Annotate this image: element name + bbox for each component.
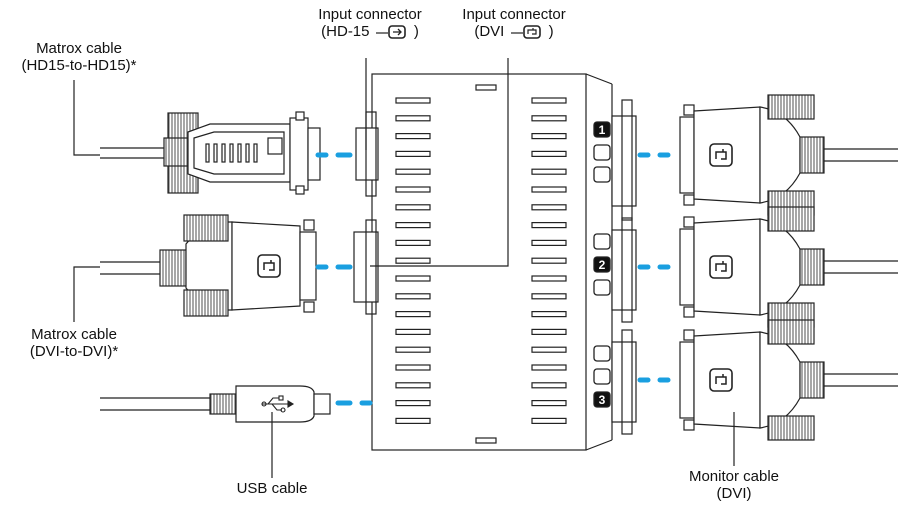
leader-lines [73,58,735,478]
port-1-number: 1 [599,123,606,137]
vent-slot [531,133,567,140]
vent-slot [531,364,567,371]
vent-slot [531,328,567,335]
vent-slot [395,382,431,389]
port-indicator [593,368,611,385]
vent-slot [395,417,431,424]
output-port-3 [611,329,637,435]
monitor-cable-2 [679,206,898,328]
label-matrox-dvi: Matrox cable (DVI-to-DVI)* [29,326,119,360]
vent-slot [531,257,567,264]
vent-slot [395,115,431,122]
connector-ribs [205,143,258,163]
vent-slot [395,346,431,353]
usb-trident-icon [261,395,295,413]
rib [237,143,242,163]
vent-slot [395,133,431,140]
leader-input-dvi [370,58,509,267]
dvi-port-icon [709,368,733,392]
vent-slot [395,293,431,300]
splitter-edge-top [585,73,613,85]
vent-slot [531,275,567,282]
port-indicator [593,144,611,161]
vent-slot [395,400,431,407]
rib [213,143,218,163]
top-slot [475,84,497,91]
vent-slot [531,150,567,157]
vent-slot [395,222,431,229]
vent-slot [395,257,431,264]
label-monitor: Monitor cable (DVI) [688,468,780,502]
dvi-port-icon [257,254,281,278]
vent-slot [531,346,567,353]
monitor-cables [679,94,898,441]
vent-slot [531,311,567,318]
vent-slot [531,239,567,246]
rib [229,143,234,163]
output-port-1 [611,99,637,221]
port-indicator [593,233,611,250]
vent-slot [395,311,431,318]
vent-slot [395,275,431,282]
vent-slot [395,204,431,211]
rib [205,143,210,163]
label-usb: USB cable [236,480,308,497]
vent-slot [395,168,431,175]
vent-slots [395,97,567,424]
vent-slot [531,204,567,211]
vent-slot [531,400,567,407]
vent-slot [531,222,567,229]
port-indicator [593,166,611,183]
label-input-hd15: Input connector (HD-15 ) [318,6,422,40]
port-indicators: 1 2 3 [593,121,611,408]
port-1-badge [593,121,611,138]
vent-slot [531,115,567,122]
bottom-slot [475,437,497,444]
monitor-cable-1 [679,94,898,216]
vent-slot [395,150,431,157]
vent-slot [395,364,431,371]
vent-slot [395,186,431,193]
connection-dashes [315,152,671,406]
splitter-box [371,73,613,451]
vent-slot [395,97,431,104]
input-connector-dvi [353,219,379,315]
vga-port-icon [375,25,406,39]
port-2-badge [593,256,611,273]
port-indicator [593,345,611,362]
rib [245,143,250,163]
leader-matrox-hd15 [73,80,100,156]
splitter-edge-bottom [585,439,613,451]
vent-slot [395,239,431,246]
port-3-number: 3 [599,393,606,407]
matrox-cable-hd15 [100,111,321,195]
vent-slot [531,382,567,389]
rib [253,143,258,163]
port-3-badge [593,391,611,408]
dvi-port-icon [510,25,541,39]
matrox-cable-dvi [100,214,317,317]
label-input-dvi: Input connector (DVI ) [462,6,566,40]
port-2-number: 2 [599,258,606,272]
port-indicator [593,279,611,296]
vent-slot [531,168,567,175]
vent-slot [531,97,567,104]
output-port-2 [611,217,637,323]
label-matrox-hd15: Matrox cable (HD15-to-HD15)* [21,40,137,74]
vent-slot [531,293,567,300]
dvi-port-icon [709,143,733,167]
rib [221,143,226,163]
monitor-cable-3 [679,319,898,441]
vent-slot [531,417,567,424]
vent-slot [531,186,567,193]
input-connector-hd15 [355,111,379,197]
usb-cable [100,385,331,423]
vent-slot [395,328,431,335]
dvi-port-icon [709,255,733,279]
leader-matrox-dvi [73,266,100,322]
